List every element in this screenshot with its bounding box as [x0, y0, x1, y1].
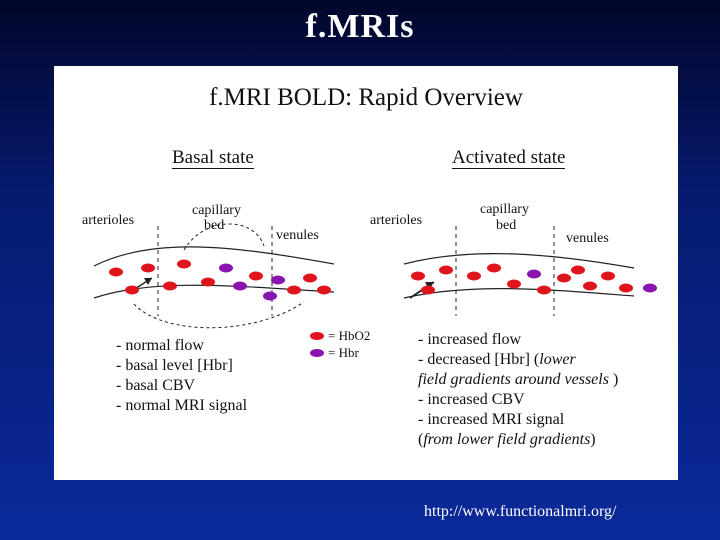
- activated-bullet: field gradients around vessels ): [418, 370, 618, 390]
- activated-bullet-italic: lower: [539, 351, 575, 368]
- basal-hbo2-cell: [125, 286, 139, 295]
- basal-hbo2-cell: [177, 260, 191, 269]
- activated-hbr-cell: [527, 270, 541, 279]
- activated-bullet-italic: field gradients around vessels: [418, 371, 609, 388]
- activated-bullet: - increased CBV: [418, 390, 618, 410]
- slide-title: f.MRIs: [0, 8, 720, 46]
- activated-bullet: - increased MRI signal: [418, 410, 618, 430]
- basal-hbo2-cell: [109, 268, 123, 277]
- basal-hbo2-cell: [303, 274, 317, 283]
- legend-hbo2-label: = HbO2: [328, 328, 370, 344]
- legend-swatch-hbr: [310, 349, 324, 357]
- activated-bullet-text: ): [590, 431, 595, 448]
- basal-hbr-cell: [219, 264, 233, 273]
- basal-bullet: - normal MRI signal: [116, 396, 247, 416]
- activated-bullet: (from lower field gradients): [418, 430, 618, 450]
- legend-hbr: = Hbr: [310, 345, 359, 361]
- activated-hbo2-cell: [467, 272, 481, 281]
- activated-hbo2-cell: [537, 286, 551, 295]
- activated-hbo2-cell: [619, 284, 633, 293]
- basal-hbo2-cell: [163, 282, 177, 291]
- activated-hbo2-cell: [411, 272, 425, 281]
- activated-bullet-italic: from lower field gradients: [423, 431, 590, 448]
- legend-hbo2: = HbO2: [310, 328, 370, 344]
- basal-vessel-diagram: [74, 206, 354, 316]
- basal-hbo2-cell: [141, 264, 155, 273]
- basal-hbo2-cell: [249, 272, 263, 281]
- basal-state-heading: Basal state: [172, 148, 254, 169]
- activated-hbo2-cell: [583, 282, 597, 291]
- activated-bullet-text: - decreased [Hbr] (: [418, 351, 539, 368]
- activated-bullet: - decreased [Hbr] (lower: [418, 350, 618, 370]
- basal-hbr-cell: [233, 282, 247, 291]
- basal-hbr-cell: [271, 276, 285, 285]
- activated-hbo2-cell: [507, 280, 521, 289]
- activated-hbo2-cell: [601, 272, 615, 281]
- basal-hbo2-cell: [317, 286, 331, 295]
- activated-hbo2-cell: [571, 266, 585, 275]
- activated-vessel-diagram: [394, 206, 654, 316]
- activated-hbo2-cell: [421, 286, 435, 295]
- basal-hbo2-cell: [287, 286, 301, 295]
- basal-bullet: - normal flow: [116, 336, 247, 356]
- activated-hbo2-cell: [557, 274, 571, 283]
- basal-hbr-cell: [263, 292, 277, 301]
- activated-hbr-cell: [643, 284, 657, 293]
- activated-state-heading: Activated state: [452, 148, 565, 169]
- source-url: http://www.functionalmri.org/: [424, 503, 616, 521]
- basal-bullet-list: - normal flow - basal level [Hbr] - basa…: [116, 336, 247, 416]
- basal-bullet: - basal level [Hbr]: [116, 356, 247, 376]
- figure-title: f.MRI BOLD: Rapid Overview: [54, 84, 678, 112]
- legend-hbr-label: = Hbr: [328, 345, 359, 361]
- basal-bullet: - basal CBV: [116, 376, 247, 396]
- activated-bullet: - increased flow: [418, 330, 618, 350]
- basal-hbo2-cell: [201, 278, 215, 287]
- activated-hbo2-cell: [439, 266, 453, 275]
- legend-swatch-hbo2: [310, 332, 324, 340]
- activated-bullet-text: ): [609, 371, 618, 388]
- activated-hbo2-cell: [487, 264, 501, 273]
- activated-bullet-list: - increased flow - decreased [Hbr] (lowe…: [418, 330, 618, 450]
- figure-panel: f.MRI BOLD: Rapid Overview Basal state a…: [54, 66, 678, 480]
